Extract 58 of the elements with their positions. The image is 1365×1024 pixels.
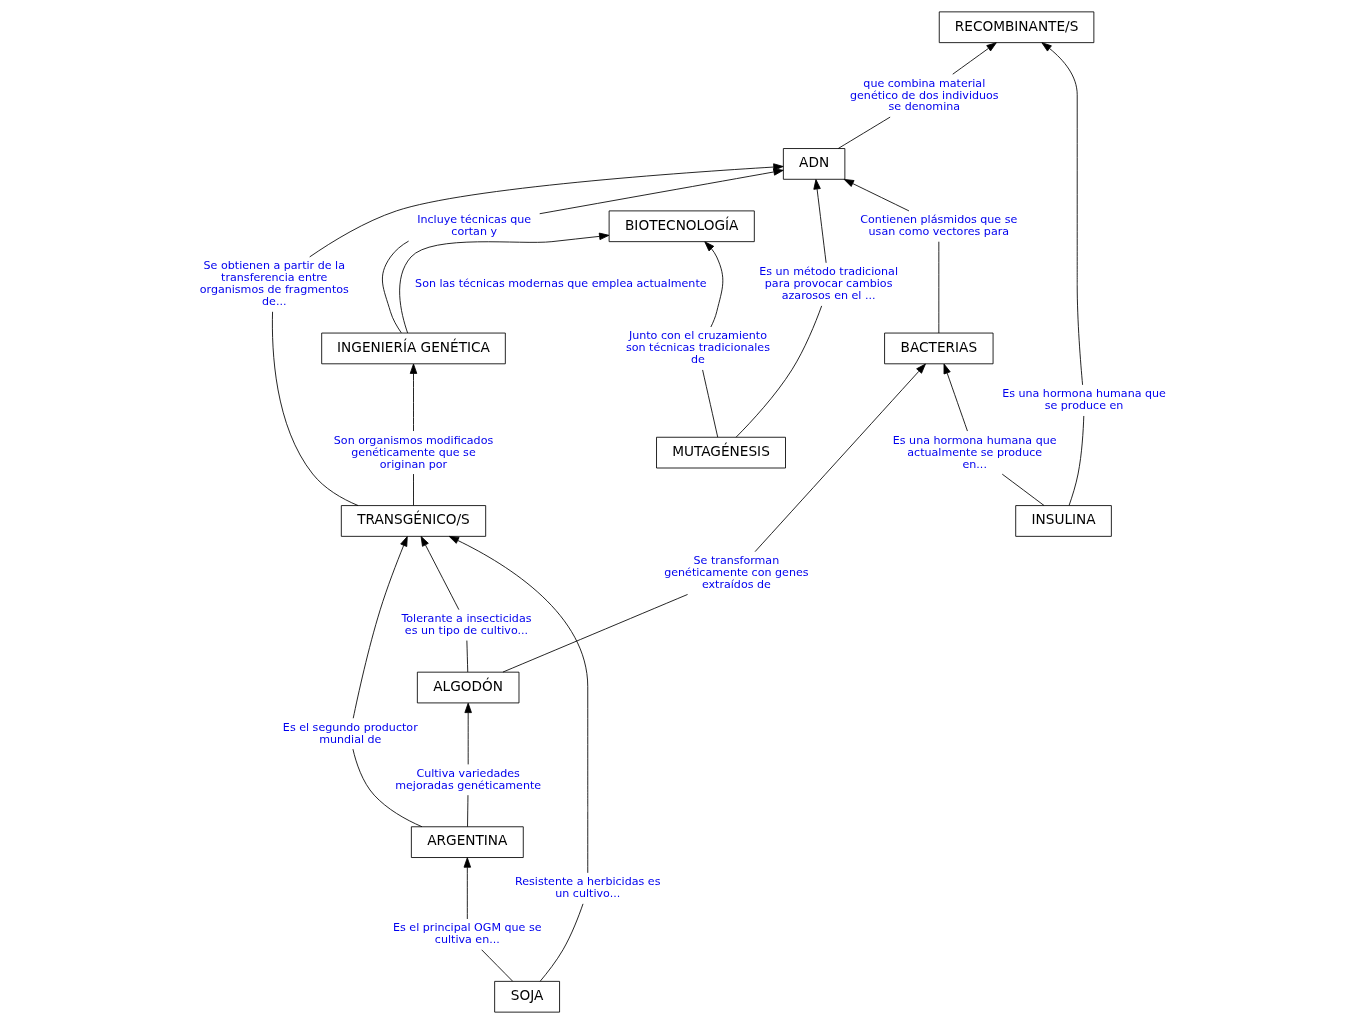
arrow — [308, 163, 784, 258]
node-box: BACTERIAS — [883, 332, 993, 365]
connector — [837, 116, 891, 149]
node-text: Es el principal OGM que se cultiva en... — [392, 921, 542, 947]
node-text: Es el segundo productor mundial de — [282, 720, 418, 746]
node-box: INGENIERÍA GENÉTICA — [320, 332, 506, 365]
node-text: Cultiva variedades mejoradas genéticamente — [394, 766, 541, 792]
connector — [937, 241, 939, 334]
connector — [412, 473, 414, 506]
arrow — [703, 241, 723, 328]
connector — [701, 369, 718, 438]
arrow — [463, 702, 472, 765]
node-text: Contienen plásmidos que se usan como vectores para — [859, 213, 1017, 239]
node-box: INSULINA — [1014, 505, 1112, 537]
node-box: ALGODÓN — [416, 671, 519, 704]
connector — [539, 903, 583, 982]
arrow — [463, 857, 471, 920]
arrow — [843, 178, 909, 212]
arrow — [951, 42, 997, 75]
node-box: ADN — [782, 148, 845, 180]
connector — [271, 311, 358, 506]
node-text: Incluye técnicas que cortan y — [416, 213, 531, 239]
node-text: Se obtienen a partir de la transferencia entre organismos de fragmentos de... — [199, 259, 349, 309]
edge-label: Son las técnicas modernas que emplea actualmente — [414, 277, 707, 291]
node-text: Son organismos modificados genéticamente que se originan por — [333, 433, 493, 471]
node-text: Tolerante a insecticidas es un tipo de cultivo... — [400, 612, 531, 638]
arrow — [812, 179, 827, 264]
node-text: Es una hormona humana que actualmente se produce en... — [892, 433, 1057, 471]
connector — [735, 305, 822, 438]
connector — [466, 794, 468, 828]
arrow — [1041, 42, 1083, 386]
node-text: Es un método tradicional para provocar cambios azarosos en el ... — [758, 265, 898, 303]
connector — [1068, 415, 1084, 506]
node-box: SOJA — [493, 980, 560, 1013]
node-text: Es una hormona humana que se produce en — [1001, 387, 1166, 413]
connector — [381, 240, 409, 334]
node-text: Resistente a herbicidas es un cultivo... — [514, 875, 660, 901]
node-box: ARGENTINA — [410, 826, 524, 858]
arrow — [538, 168, 784, 215]
connector — [480, 949, 513, 982]
node-box: RECOMBINANTE/S — [938, 11, 1094, 44]
arrow — [943, 363, 968, 432]
connector — [1001, 473, 1044, 506]
arrow — [448, 535, 588, 874]
arrow — [754, 363, 926, 553]
node-text: Junto con el cruzamiento son técnicas tradicionales de — [625, 329, 770, 367]
node-box: MUTAGÉNESIS — [655, 436, 786, 469]
connector — [465, 640, 468, 673]
connector — [502, 594, 688, 673]
arrow — [420, 536, 459, 611]
arrow — [398, 232, 609, 334]
node-text: Se transforman genéticamente con genes extraídos de — [663, 554, 809, 591]
node-text: que combina material genético de dos individuos se denomina — [849, 76, 999, 114]
connector — [352, 748, 422, 828]
arrow — [409, 363, 417, 432]
arrow — [352, 536, 408, 719]
node-box: BIOTECNOLOGÍA — [608, 210, 755, 243]
node-box: TRANSGÉNICO/S — [340, 505, 486, 537]
